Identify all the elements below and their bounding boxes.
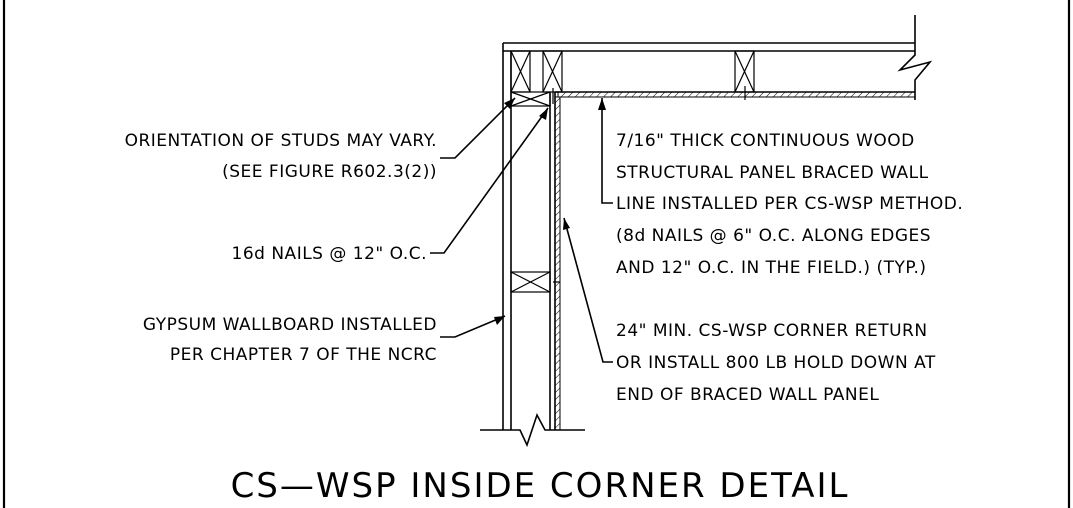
note-nails: 16d NAILS @ 12" O.C. [232, 244, 427, 264]
note-stud-orientation-line2: (SEE FIGURE R602.3(2)) [222, 162, 437, 182]
note-panel: 7/16" THICK CONTINUOUS WOOD STRUCTURAL P… [616, 131, 963, 278]
note-panel-line1: 7/16" THICK CONTINUOUS WOOD [616, 131, 915, 151]
horizontal-wall [503, 15, 933, 100]
note-stud-orientation-line1: ORIENTATION OF STUDS MAY VARY. [125, 131, 437, 151]
note-panel-line4: (8d NAILS @ 6" O.C. ALONG EDGES [616, 226, 931, 246]
note-panel-line5: AND 12" O.C. IN THE FIELD.) (TYP.) [616, 258, 927, 278]
note-stud-orientation: ORIENTATION OF STUDS MAY VARY. (SEE FIGU… [125, 131, 437, 182]
note-gypsum-line1: GYPSUM WALLBOARD INSTALLED [143, 315, 437, 335]
leader-lines [430, 97, 613, 363]
note-corner-return-line1: 24" MIN. CS-WSP CORNER RETURN [616, 321, 928, 341]
note-corner-return: 24" MIN. CS-WSP CORNER RETURN OR INSTALL… [616, 321, 936, 405]
note-gypsum: GYPSUM WALLBOARD INSTALLED PER CHAPTER 7… [143, 315, 437, 365]
vertical-wall [480, 43, 585, 448]
corner-studs [510, 50, 755, 293]
note-panel-line3: LINE INSTALLED PER CS-WSP METHOD. [616, 194, 963, 214]
note-corner-return-line2: OR INSTALL 800 LB HOLD DOWN AT [616, 353, 936, 373]
detail-title: CS—WSP INSIDE CORNER DETAIL [231, 466, 850, 506]
note-corner-return-line3: END OF BRACED WALL PANEL [616, 385, 879, 405]
note-gypsum-line2: PER CHAPTER 7 OF THE NCRC [170, 345, 437, 365]
note-panel-line2: STRUCTURAL PANEL BRACED WALL [616, 163, 929, 183]
note-nails-line1: 16d NAILS @ 12" O.C. [232, 244, 427, 264]
